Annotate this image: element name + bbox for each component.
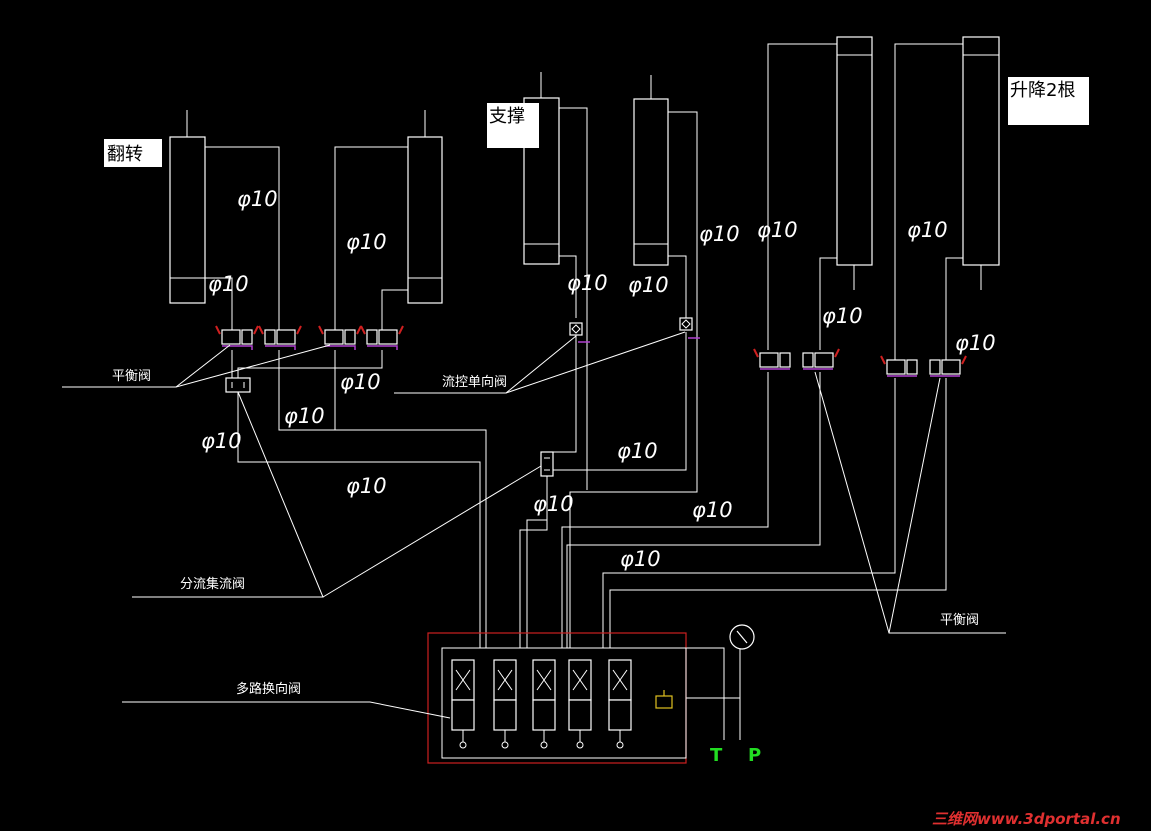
label-lift: 升降2根 bbox=[1010, 80, 1075, 101]
pipe-dim: φ10 bbox=[955, 331, 996, 355]
cylinder-lift-left bbox=[836, 36, 873, 290]
pipe-dim: φ10 bbox=[757, 218, 798, 242]
pipe-dim: φ10 bbox=[620, 547, 661, 571]
pipe-dim: φ10 bbox=[567, 271, 608, 295]
label-flip: 翻转 bbox=[107, 144, 143, 165]
pipe-dim: φ10 bbox=[208, 272, 249, 296]
label-flow-check-valve: 流控单向阀 bbox=[442, 374, 507, 390]
port-tank-label: T bbox=[710, 745, 723, 766]
label-balance-valve-left: 平衡阀 bbox=[112, 369, 151, 384]
pipe-dim: φ10 bbox=[533, 492, 574, 516]
watermark: 三维网www.3dportal.cn bbox=[932, 810, 1121, 828]
label-diverter-valve: 分流集流阀 bbox=[180, 576, 245, 592]
pipe-dim: φ10 bbox=[201, 429, 242, 453]
label-lift-box: 升降2根 bbox=[1008, 77, 1089, 125]
pipe-dim: φ10 bbox=[346, 474, 387, 498]
pipe-dim: φ10 bbox=[628, 273, 669, 297]
label-multiway-valve: 多路换向阀 bbox=[236, 681, 301, 697]
multiway-valve-block bbox=[427, 632, 687, 764]
pipe-dim: φ10 bbox=[699, 222, 740, 246]
cylinder-support-right bbox=[633, 75, 669, 266]
label-support: 支撑 bbox=[489, 106, 525, 127]
pressure-gauge-icon bbox=[729, 624, 755, 650]
pipe-dim: φ10 bbox=[284, 404, 325, 428]
relief-valve-icon bbox=[655, 690, 673, 709]
pipe-dim: φ10 bbox=[822, 304, 863, 328]
pipe-dim: φ10 bbox=[340, 370, 381, 394]
flow-check-valves bbox=[569, 317, 700, 343]
pipe-dim: φ10 bbox=[692, 498, 733, 522]
label-flip-box: 翻转 bbox=[104, 139, 162, 167]
cylinder-support-left bbox=[523, 72, 560, 265]
pipework bbox=[205, 43, 963, 740]
valve-sections bbox=[451, 659, 632, 749]
pipe-dim: φ10 bbox=[907, 218, 948, 242]
cylinder-flip-right bbox=[407, 110, 443, 304]
cylinder-flip-left bbox=[169, 110, 206, 304]
port-pressure-label: P bbox=[748, 745, 761, 766]
pipe-dim: φ10 bbox=[617, 439, 658, 463]
label-balance-valve-right: 平衡阀 bbox=[940, 613, 979, 628]
leader-lines bbox=[62, 331, 1006, 719]
balance-valve-group-flip bbox=[215, 325, 404, 350]
pipe-dim: φ10 bbox=[346, 230, 387, 254]
label-support-box: 支撑 bbox=[487, 103, 539, 148]
diverter-valves bbox=[225, 377, 554, 477]
balance-valve-group-lift bbox=[753, 348, 967, 377]
pipe-dimensions: φ10 φ10 φ10 φ10 φ10 φ10 φ10 φ10 φ10 φ10 … bbox=[201, 187, 996, 571]
cylinder-lift-right bbox=[962, 36, 1000, 290]
pipe-dim: φ10 bbox=[237, 187, 278, 211]
